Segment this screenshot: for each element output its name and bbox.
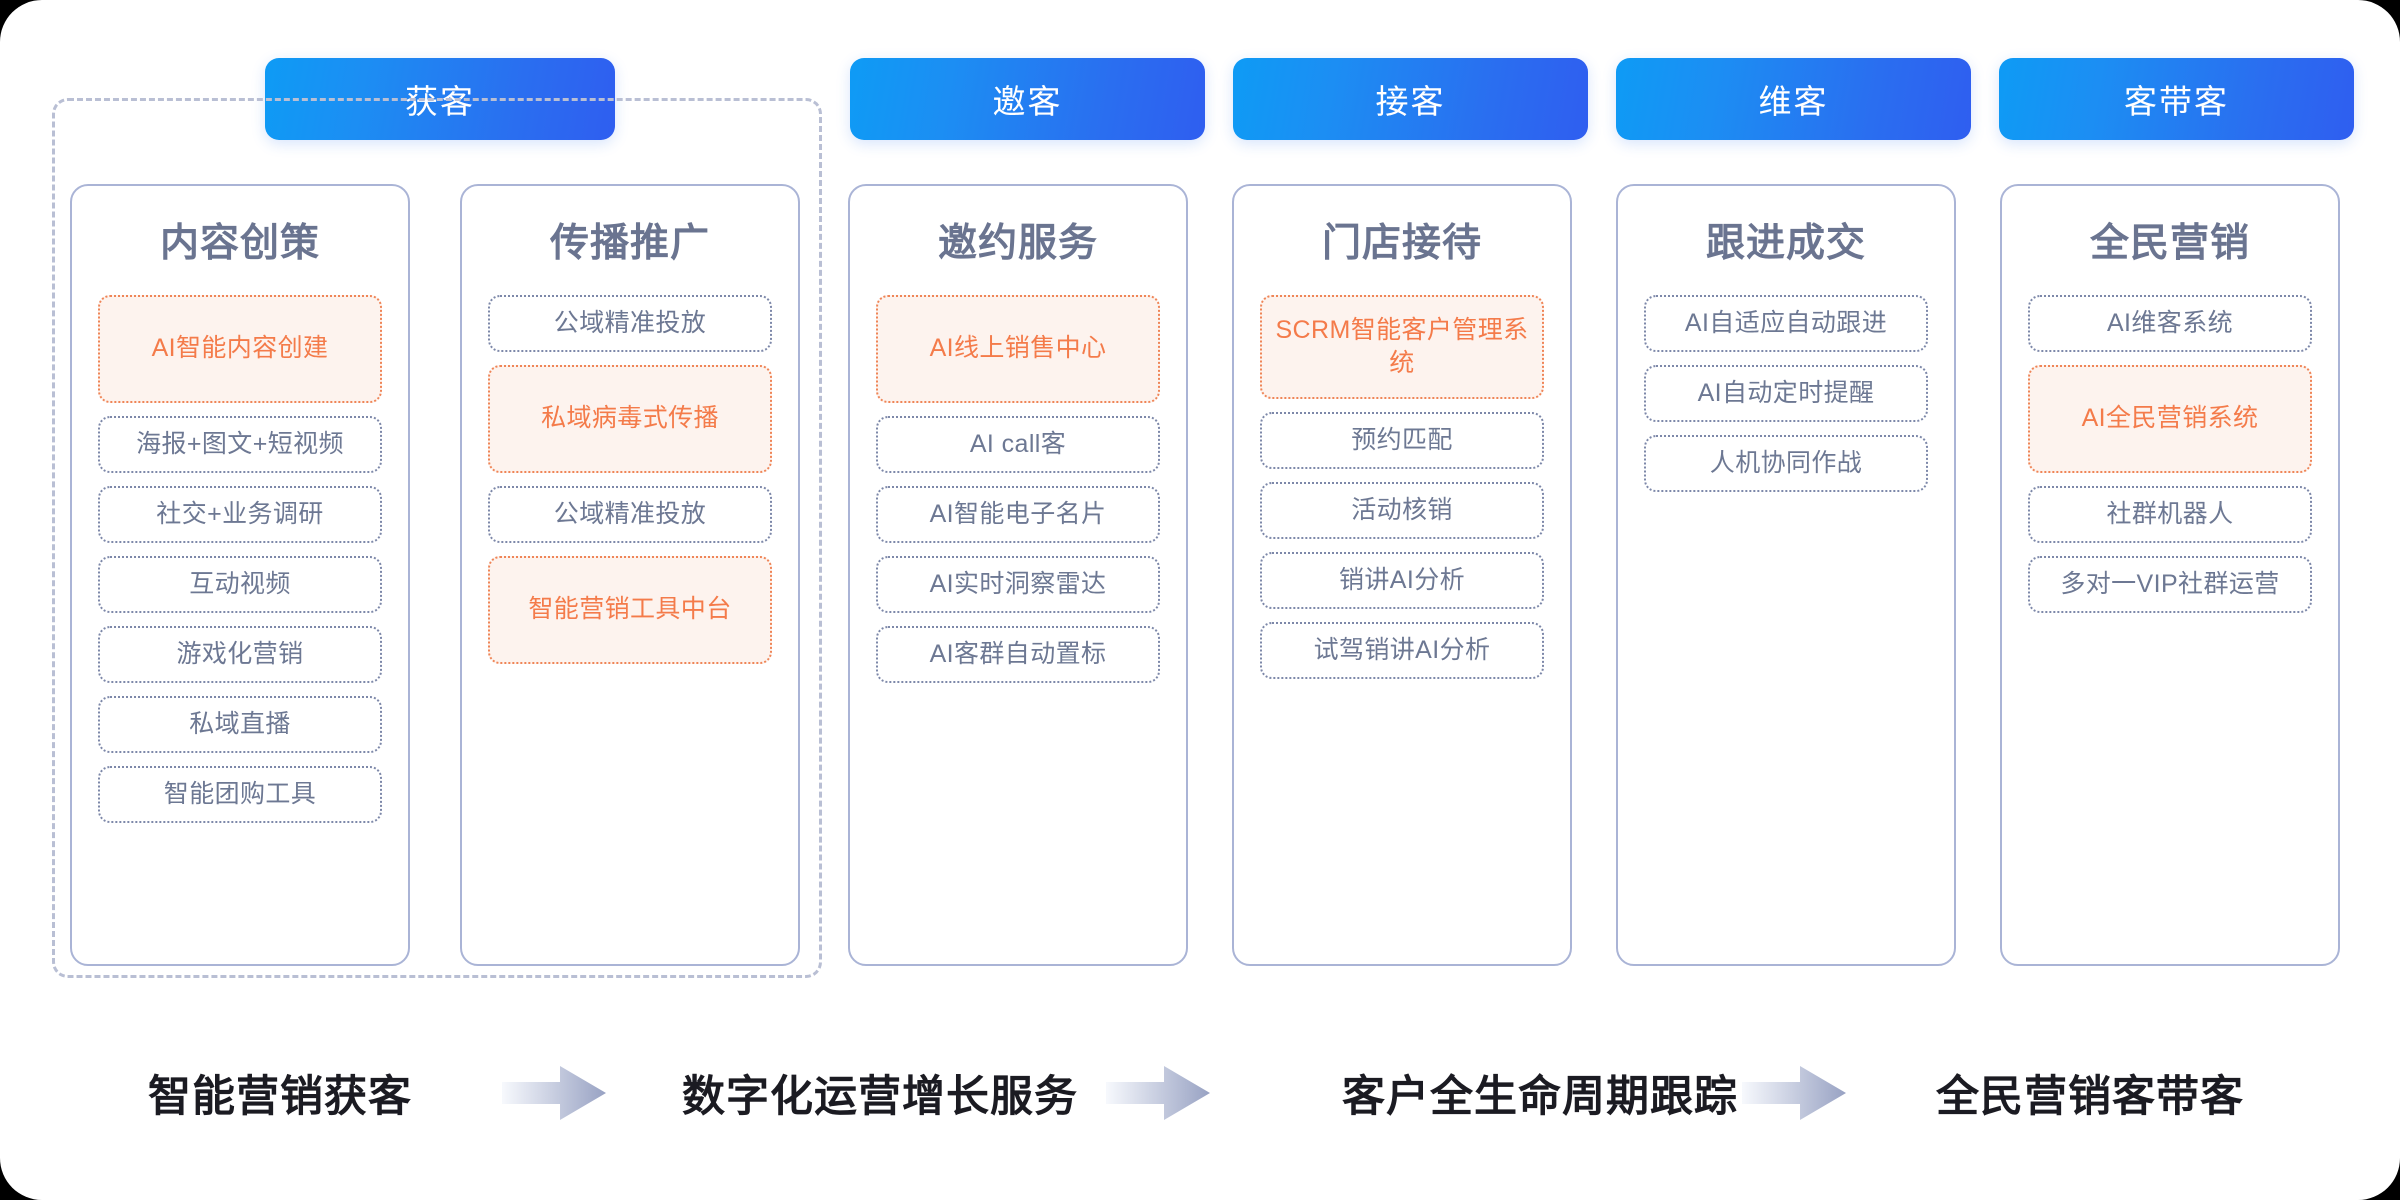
capability-item[interactable]: AI实时洞察雷达 xyxy=(876,555,1160,613)
stage-pill-yaoke[interactable]: 邀客 xyxy=(850,58,1205,140)
capability-item[interactable]: 智能团购工具 xyxy=(98,765,382,823)
column-title: 邀约服务 xyxy=(937,222,1098,265)
flow-label-1: 智能营销获客 xyxy=(148,1073,412,1121)
column-card-neirongchuce: 内容创策 AI智能内容创建海报+图文+短视频社交+业务调研互动视频游戏化营销私域直… xyxy=(70,184,410,966)
capability-item[interactable]: 公域精准投放 xyxy=(488,485,772,543)
capability-item[interactable]: AI call客 xyxy=(876,415,1160,473)
column-card-mendianjiedai: 门店接待 SCRM智能客户管理系统预约匹配活动核销销讲AI分析试驾销讲AI分析 xyxy=(1232,184,1572,966)
stage-pill-jieke[interactable]: 接客 xyxy=(1233,58,1588,140)
capability-item[interactable]: 公域精准投放 xyxy=(488,294,772,352)
huoke-group-outline xyxy=(52,98,822,978)
capability-item[interactable]: 销讲AI分析 xyxy=(1260,551,1544,609)
capability-item[interactable]: 预约匹配 xyxy=(1260,411,1544,469)
capability-item-highlighted[interactable]: AI智能内容创建 xyxy=(98,294,382,403)
flow-label-2: 数字化运营增长服务 xyxy=(682,1073,1078,1121)
flow-label-3: 客户全生命周期跟踪 xyxy=(1342,1073,1738,1121)
capability-item[interactable]: AI自适应自动跟进 xyxy=(1644,294,1928,352)
flow-arrow-icon-1 xyxy=(502,1066,606,1120)
capability-item[interactable]: 人机协同作战 xyxy=(1644,434,1928,492)
column-title: 传播推广 xyxy=(549,222,710,265)
capability-item-highlighted[interactable]: 私域病毒式传播 xyxy=(488,364,772,473)
column-title: 内容创策 xyxy=(159,222,320,265)
flow-summary-row: 智能营销获客 数字化运营增长服务 客户全生命周期跟踪 全民营销客带客 xyxy=(0,1038,2400,1148)
column-card-genjinchengjiao: 跟进成交 AI自适应自动跟进 AI自动定时提醒人机协同作战 xyxy=(1616,184,1956,966)
capability-item[interactable]: AI维客系统 xyxy=(2028,294,2312,352)
column-title: 跟进成交 xyxy=(1705,222,1866,265)
capability-item[interactable]: 多对一VIP社群运营 xyxy=(2028,555,2312,613)
capability-item[interactable]: 社交+业务调研 xyxy=(98,485,382,543)
column-card-quanminyingxiao: 全民营销 AI维客系统 AI全民营销系统社群机器人多对一VIP社群运营 xyxy=(2000,184,2340,966)
stage-pill-kedaike[interactable]: 客带客 xyxy=(1999,58,2354,140)
flow-label-4: 全民营销客带客 xyxy=(1936,1073,2244,1121)
stage-pill-weike[interactable]: 维客 xyxy=(1616,58,1971,140)
capability-item[interactable]: AI智能电子名片 xyxy=(876,485,1160,543)
capability-item-highlighted[interactable]: AI线上销售中心 xyxy=(876,294,1160,403)
column-card-yaoyuefuwu: 邀约服务 AI线上销售中心 AI call客 AI智能电子名片 AI实时洞察雷达 AI客群… xyxy=(848,184,1188,966)
capability-item[interactable]: 社群机器人 xyxy=(2028,485,2312,543)
column-title: 门店接待 xyxy=(1321,222,1482,265)
capability-item[interactable]: AI客群自动置标 xyxy=(876,625,1160,683)
flow-arrow-icon-2 xyxy=(1106,1066,1210,1120)
capability-item-highlighted[interactable]: AI全民营销系统 xyxy=(2028,364,2312,473)
capability-item[interactable]: 试驾销讲AI分析 xyxy=(1260,621,1544,679)
capability-item[interactable]: 游戏化营销 xyxy=(98,625,382,683)
capability-item-highlighted[interactable]: 智能营销工具中台 xyxy=(488,555,772,664)
column-card-chuanbotuiguang: 传播推广公域精准投放私域病毒式传播公域精准投放智能营销工具中台 xyxy=(460,184,800,966)
stage-pill-row: 获客 邀客 接客 维客 客带客 xyxy=(0,58,2400,140)
column-title: 全民营销 xyxy=(2089,222,2250,265)
capability-item[interactable]: 互动视频 xyxy=(98,555,382,613)
capability-item[interactable]: AI自动定时提醒 xyxy=(1644,364,1928,422)
flow-arrow-icon-3 xyxy=(1742,1066,1846,1120)
capability-item[interactable]: 活动核销 xyxy=(1260,481,1544,539)
capability-item[interactable]: 海报+图文+短视频 xyxy=(98,415,382,473)
capability-item-highlighted[interactable]: SCRM智能客户管理系统 xyxy=(1260,294,1544,399)
capability-item[interactable]: 私域直播 xyxy=(98,695,382,753)
